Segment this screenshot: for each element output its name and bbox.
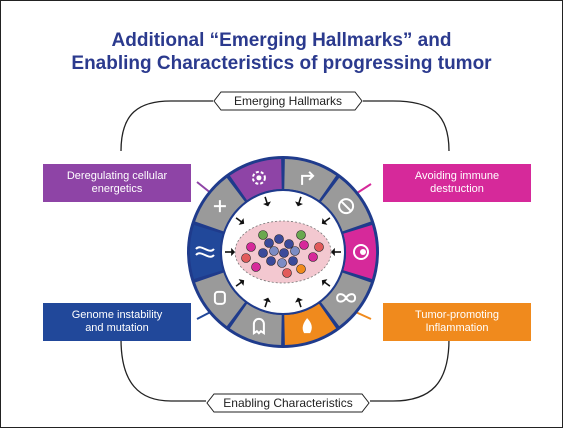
- pill-emerging-text: Emerging Hallmarks: [233, 94, 343, 108]
- tumor-illustration: [234, 220, 332, 284]
- title-line-2: Enabling Characteristics of progressing …: [71, 53, 492, 74]
- tumor-cell: [258, 230, 268, 240]
- tumor-cell: [266, 256, 276, 266]
- box-deregulating-cellular-energetics: Deregulating cellular energetics: [43, 164, 191, 202]
- tumor-cell: [314, 242, 324, 252]
- ring-inner-line: [220, 189, 346, 315]
- inward-arrow-head: [321, 279, 328, 286]
- tumor-cell: [269, 246, 279, 256]
- box-inflammation-text: Tumor-promoting Inflammation: [415, 309, 499, 334]
- ring-segment-immune: [343, 225, 377, 279]
- tumor-cell: [296, 230, 306, 240]
- tumor-cell: [296, 264, 306, 274]
- infinity-icon: [336, 293, 357, 303]
- ring-segment-gear: [229, 159, 282, 201]
- plus-icon: [213, 200, 226, 213]
- inward-arrow-head: [231, 247, 235, 257]
- tumor-cell: [251, 262, 261, 272]
- tumor-cell: [246, 242, 256, 252]
- title-line-1: Additional “Emerging Hallmarks” and: [111, 30, 452, 51]
- ghost-icon: [252, 317, 265, 336]
- fire-icon: [302, 318, 312, 334]
- inward-arrow-head: [263, 297, 271, 303]
- box-deregulating-text: Deregulating cellular energetics: [66, 170, 168, 195]
- pill-emerging-shape: [213, 91, 363, 111]
- gear-icon: [251, 170, 266, 185]
- tumor-cell: [282, 268, 292, 278]
- box-tumor-promoting-inflammation: Tumor-promoting Inflammation: [383, 303, 531, 341]
- pill-enabling-text: Enabling Characteristics: [223, 396, 353, 410]
- pill-emerging-hallmarks: Emerging Hallmarks: [213, 91, 363, 111]
- inward-arrow-head: [295, 201, 303, 207]
- dna-icon: [195, 246, 215, 258]
- tumor-cell: [241, 253, 251, 263]
- box-genome-instability: Genome instability and mutation: [43, 303, 191, 341]
- tumor-cell: [279, 248, 289, 258]
- tumor-cell: [308, 252, 318, 262]
- inward-arrow-head: [331, 247, 335, 257]
- arrow-icon: [301, 171, 315, 185]
- tumor-cell: [277, 258, 287, 268]
- no-sign-icon: [338, 198, 355, 215]
- pill-enabling-shape: [206, 393, 370, 413]
- tumor-cell: [264, 238, 274, 248]
- tumor-cell: [284, 239, 294, 249]
- pill-enabling-characteristics: Enabling Characteristics: [206, 393, 370, 413]
- box-avoiding-immune-destruction: Avoiding immune destruction: [383, 164, 531, 202]
- tumor-cell: [299, 240, 309, 250]
- inward-arrow-head: [321, 218, 328, 225]
- cylinder-icon: [213, 290, 226, 305]
- tumor-cell: [258, 248, 268, 258]
- ring-segment-cylinder: [195, 272, 245, 327]
- inward-arrow-head: [238, 279, 245, 286]
- box-genome-text: Genome instability and mutation: [71, 309, 163, 334]
- tumor-cell: [288, 256, 298, 266]
- inward-arrow-head: [238, 218, 245, 225]
- ring-segment-ghost: [229, 303, 282, 345]
- inward-arrow-head: [263, 201, 271, 207]
- box-avoiding-text: Avoiding immune destruction: [414, 170, 500, 195]
- slide-title: Additional “Emerging Hallmarks” and Enab…: [1, 29, 562, 75]
- ring-segment-dna: [190, 225, 223, 279]
- inward-arrow-head: [295, 297, 303, 303]
- bottom-bracket-line: [120, 338, 450, 402]
- tumor-cell: [290, 246, 300, 256]
- tumor-cell: [274, 234, 284, 244]
- immune-icon: [353, 244, 369, 260]
